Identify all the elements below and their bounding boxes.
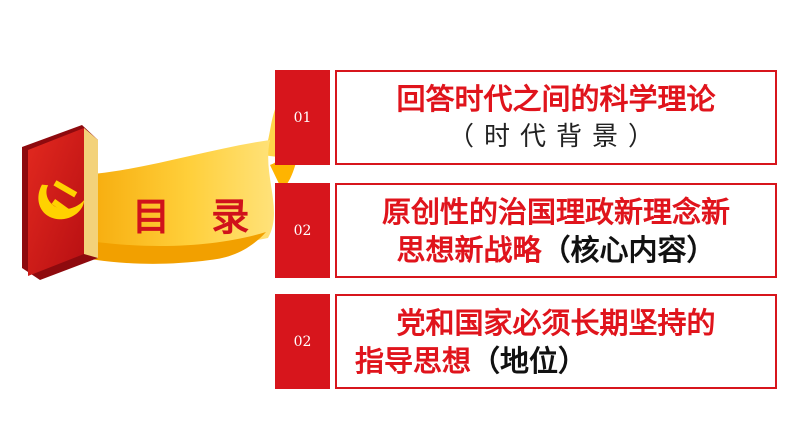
hammer-sickle-icon [38, 180, 85, 220]
toc-item-heading-line2: 指导思想（地位） [337, 342, 587, 380]
toc-item-paren-note: （核心内容） [541, 232, 716, 267]
toc-item-1[interactable]: 01 回答时代之间的科学理论 （时代背景） [275, 70, 777, 165]
toc-item-2[interactable]: 02 原创性的治国理政新理念新 思想新战略（核心内容） [275, 183, 777, 278]
toc-item-3[interactable]: 02 党和国家必须长期坚持的 指导思想（地位） [275, 294, 777, 389]
toc-item-paren-note: （地位） [471, 343, 588, 378]
toc-item-heading-line2: 思想新战略（核心内容） [396, 231, 715, 269]
toc-item-number: 02 [275, 294, 330, 389]
toc-item-heading-cont: 思想新战略 [396, 232, 542, 267]
toc-item-number: 02 [275, 183, 330, 278]
toc-item-number: 01 [275, 70, 330, 165]
toc-title: 目 录 [132, 195, 264, 239]
toc-item-heading: 党和国家必须长期坚持的 [396, 305, 716, 340]
toc-item-subheading: （时代背景） [447, 121, 664, 152]
toc-item-content: 党和国家必须长期坚持的 指导思想（地位） [335, 294, 777, 389]
toc-item-content: 原创性的治国理政新理念新 思想新战略（核心内容） [335, 183, 777, 278]
toc-item-heading-cont: 指导思想 [355, 343, 472, 378]
toc-item-heading: 回答时代之间的科学理论 [396, 81, 716, 116]
toc-item-content: 回答时代之间的科学理论 （时代背景） [335, 70, 777, 165]
toc-item-heading: 原创性的治国理政新理念新 [381, 194, 730, 229]
